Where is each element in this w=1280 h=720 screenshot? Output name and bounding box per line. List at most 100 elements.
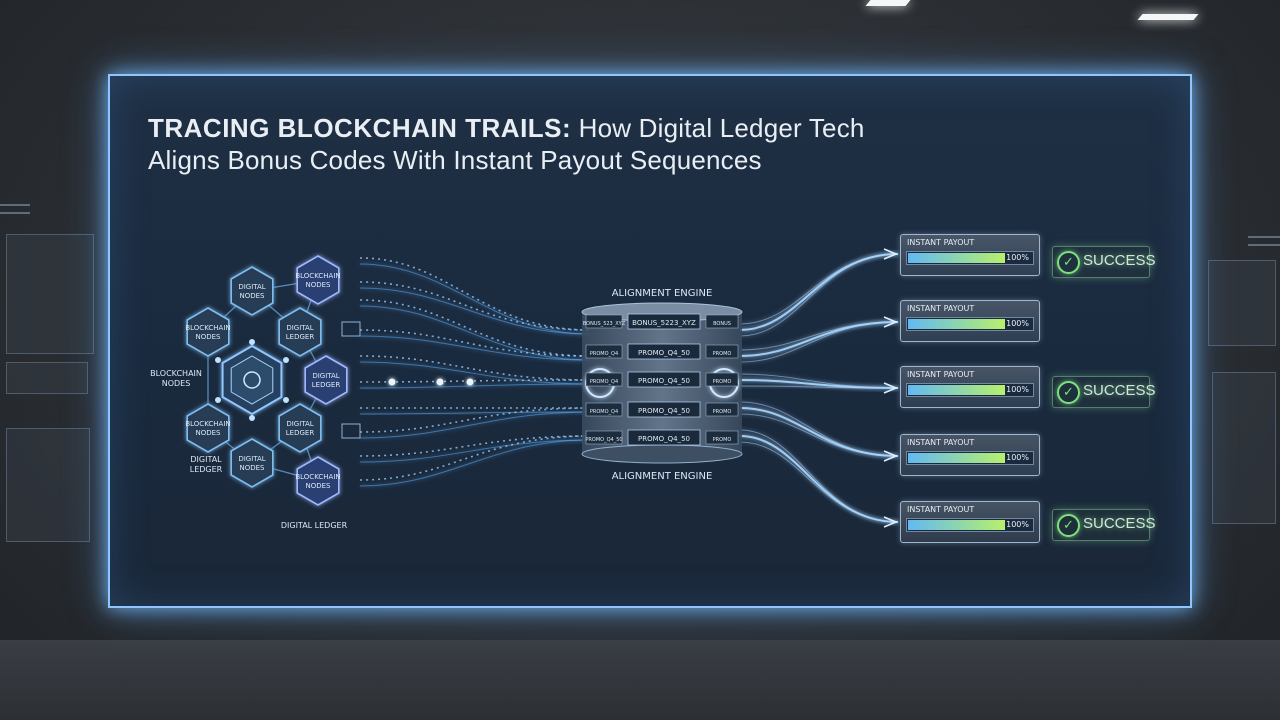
- data-stream: [359, 435, 591, 457]
- payout-percent: 100%: [1006, 385, 1029, 394]
- data-stream: [359, 411, 591, 415]
- payout-progress-fill: [908, 253, 1005, 263]
- data-stream: [359, 305, 591, 361]
- data-stream: [359, 263, 591, 335]
- payout-stream: [739, 413, 899, 457]
- node-hexagon: [186, 307, 230, 357]
- bonus-code: PROMO_Q4: [590, 351, 618, 357]
- bonus-code-slot: [585, 314, 623, 329]
- success-label: SUCCESS: [1083, 515, 1156, 532]
- data-stream: [359, 407, 591, 433]
- node-dot: [249, 415, 255, 421]
- data-stream: [359, 383, 591, 389]
- data-stream: [359, 439, 591, 463]
- bonus-code: PROMO: [713, 437, 732, 443]
- payout-label: INSTANT PAYOUT: [907, 304, 975, 313]
- bonus-code-slot: [627, 401, 701, 418]
- node-label: NODES: [239, 292, 265, 300]
- bonus-code-slot: [585, 430, 623, 445]
- blockchain-core-icon: [243, 371, 261, 389]
- node-label: NODES: [195, 333, 221, 341]
- payout-percent: 100%: [1006, 520, 1029, 529]
- success-label: SUCCESS: [1083, 382, 1156, 399]
- payout-percent: 100%: [1006, 319, 1029, 328]
- success-badge: ✓ SUCCESS: [1052, 509, 1156, 541]
- payout-stream: [739, 253, 899, 331]
- data-stream: [359, 257, 591, 331]
- node-label: DIGITAL: [312, 372, 339, 380]
- node-network: BLOCKCHAINNODESDIGITALNODESBLOCKCHAINNOD…: [150, 255, 361, 530]
- engine-cylinder-bottom: [581, 444, 743, 464]
- payout-progress-fill: [908, 319, 1005, 329]
- payout-label: INSTANT PAYOUT: [907, 370, 975, 379]
- rack-line: [1248, 236, 1280, 238]
- node-label: BLOCKCHAIN: [295, 473, 340, 481]
- bonus-code-slot: [627, 343, 701, 360]
- arrow-head-icon: [883, 450, 899, 462]
- payout-stream: [739, 407, 899, 457]
- payout-progress: 100%: [906, 317, 1034, 331]
- arrow-head-icon: [883, 316, 899, 328]
- core-node-inner: [230, 355, 274, 405]
- node-hexagon: [230, 266, 274, 316]
- instant-payout-card: INSTANT PAYOUT 100%: [900, 434, 1040, 476]
- bonus-code-slot: [627, 371, 701, 388]
- success-badge: ✓ SUCCESS: [1052, 246, 1156, 278]
- node-dot: [215, 397, 221, 403]
- node-label: LEDGER: [286, 429, 315, 437]
- side-rack: [6, 234, 94, 354]
- success-badge: ✓ SUCCESS: [1052, 376, 1156, 408]
- data-packet: [466, 378, 474, 386]
- bonus-code-slot: [705, 314, 739, 329]
- payout-progress-fill: [908, 385, 1005, 395]
- network-label: DIGITAL: [190, 455, 222, 464]
- bonus-code: PROMO: [713, 379, 732, 385]
- title-rest: How Digital Ledger Tech Aligns Bonus Cod…: [148, 113, 865, 175]
- payout-percent: 100%: [1006, 253, 1029, 262]
- check-circle-icon: ✓: [1057, 251, 1080, 274]
- floor: [0, 640, 1280, 720]
- network-label: BLOCKCHAIN: [150, 369, 202, 378]
- bonus-code: PROMO_Q4: [590, 409, 618, 415]
- bonus-code-slot: [585, 344, 623, 359]
- bonus-code: PROMO_Q4_50: [638, 407, 690, 415]
- data-stream: [359, 435, 591, 481]
- payout-percent: 100%: [1006, 453, 1029, 462]
- payout-stream: [739, 321, 899, 363]
- bonus-code-slot: [585, 402, 623, 417]
- node-label: LEDGER: [286, 333, 315, 341]
- bonus-code: PROMO: [713, 409, 732, 415]
- node-label: DIGITAL: [286, 324, 313, 332]
- payout-stream: [739, 253, 899, 337]
- node-label: LEDGER: [312, 381, 341, 389]
- data-stream: [359, 281, 591, 331]
- data-stream: [359, 299, 591, 357]
- data-stream: [359, 411, 591, 439]
- node-hexagon: [296, 255, 340, 305]
- payout-stream: [739, 429, 899, 523]
- payout-progress: 100%: [906, 383, 1034, 397]
- node-label: NODES: [195, 429, 221, 437]
- flow-lines: [340, 248, 899, 528]
- node-label: DIGITAL: [238, 283, 265, 291]
- arrow-head-icon: [883, 248, 899, 260]
- node-label: BLOCKCHAIN: [295, 272, 340, 280]
- data-stream: [359, 355, 591, 381]
- success-label: SUCCESS: [1083, 252, 1156, 269]
- data-packet: [436, 378, 444, 386]
- side-rack: [6, 362, 88, 394]
- node-dot: [249, 339, 255, 345]
- instant-payout-card: INSTANT PAYOUT 100%: [900, 234, 1040, 276]
- node-dot: [283, 397, 289, 403]
- connector-square: [341, 423, 361, 439]
- node-hexagon: [278, 307, 322, 357]
- check-circle-icon: ✓: [1057, 381, 1080, 404]
- node-hexagon: [186, 403, 230, 453]
- data-packet: [388, 378, 396, 386]
- node-dot: [283, 357, 289, 363]
- bonus-code: PROMO_Q4_50: [638, 349, 690, 357]
- side-rack: [6, 428, 90, 542]
- bonus-code-slot: [627, 313, 701, 330]
